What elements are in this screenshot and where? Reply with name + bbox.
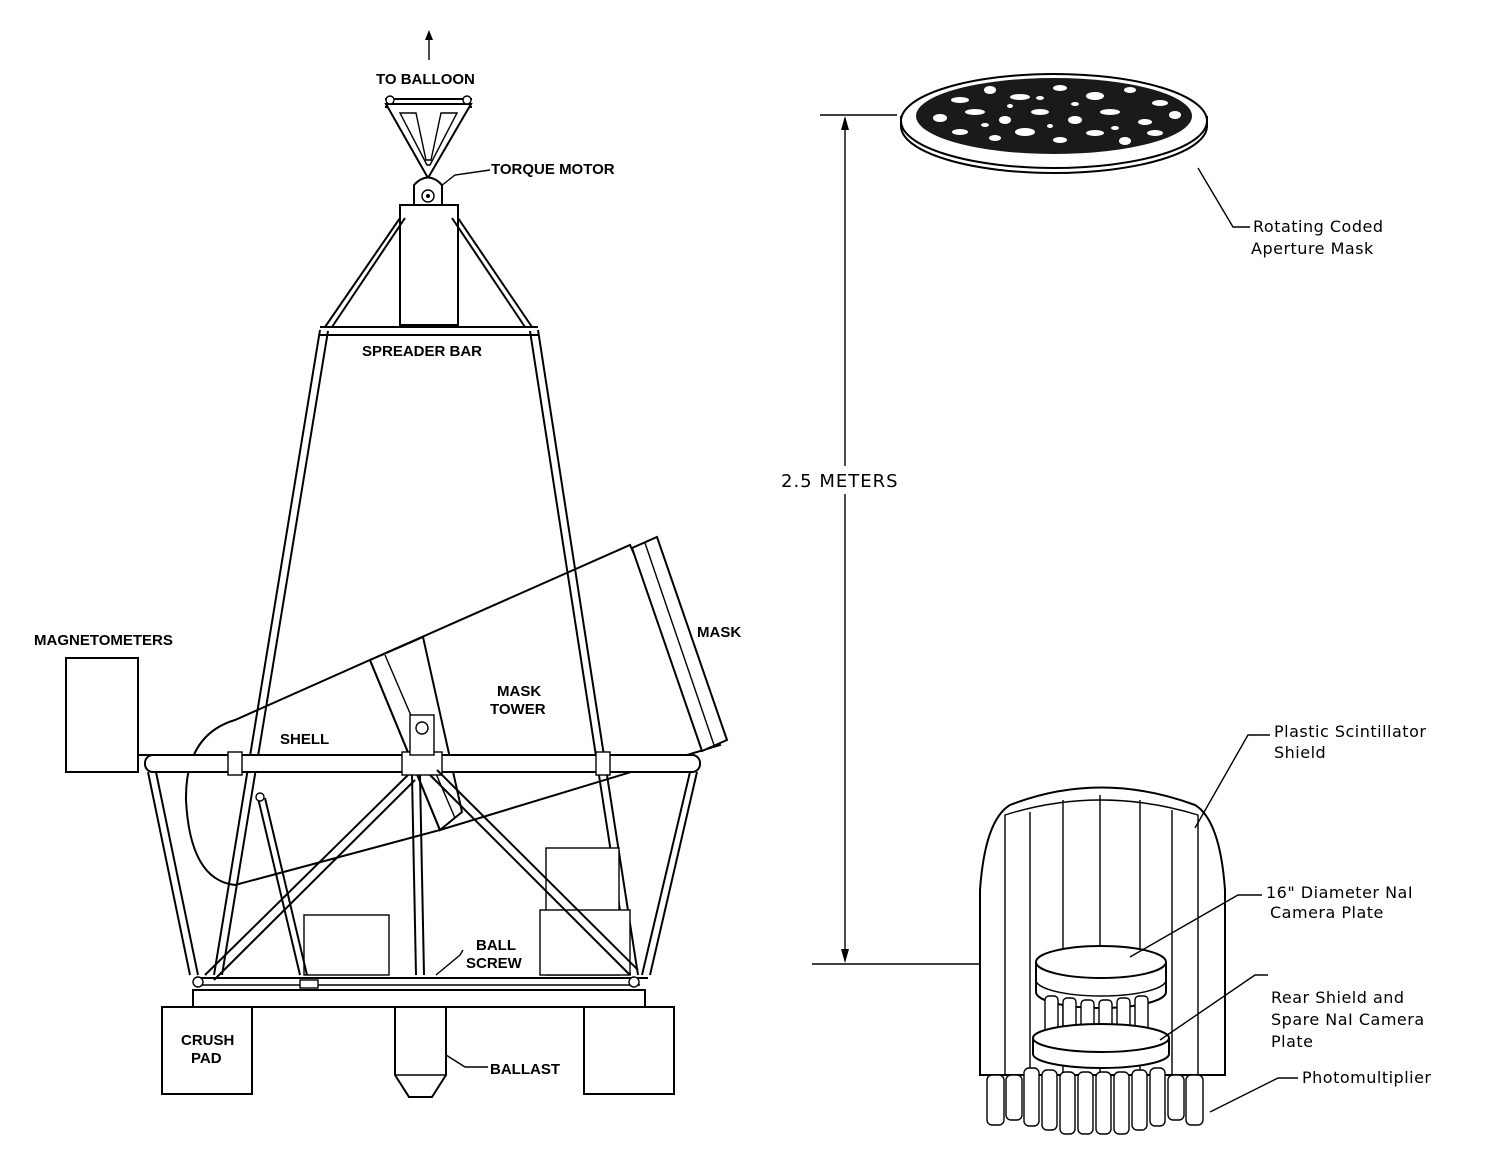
base-platform [192, 976, 648, 1008]
spreader-bar [320, 326, 538, 336]
coded-aperture-mask [900, 73, 1250, 228]
mask-tower-label-2: TOWER [490, 701, 546, 718]
height-label: 2.5 METERS [781, 471, 899, 492]
magnetometers-box [65, 657, 139, 773]
shell-label: SHELL [280, 731, 329, 748]
mask-plate [630, 535, 729, 753]
mask-tower-label-1: MASK [497, 683, 541, 700]
spreader-bar-label: SPREADER BAR [362, 343, 482, 360]
camera-plate [1035, 945, 1167, 1009]
hanger [384, 95, 473, 181]
crush-pad-left [161, 1006, 253, 1095]
torque-motor [413, 169, 491, 206]
mask-label: MASK [697, 624, 741, 641]
ball-screw-label-1: BALL [476, 937, 516, 954]
ball-screw [204, 769, 639, 981]
suspension-tower [399, 204, 459, 326]
camera-plate-label-2: Camera Plate [1270, 903, 1384, 922]
crush-pad-label-2: PAD [191, 1050, 222, 1067]
rear-shield [1032, 1023, 1170, 1069]
ball-screw-label-2: SCREW [466, 955, 523, 972]
rear-shield-label-2: Spare NaI Camera [1271, 1010, 1425, 1029]
detector-assembly [979, 734, 1298, 1135]
horizontal-tube [144, 714, 701, 776]
rear-shield-label-1: Rear Shield and [1271, 988, 1405, 1007]
scintillator-label-1: Plastic Scintillator [1274, 722, 1426, 741]
crush-pad-label-1: CRUSH [181, 1032, 234, 1049]
rotating-mask-label-1: Rotating Coded [1253, 217, 1383, 236]
to-balloon-arrow [425, 30, 433, 60]
photomultiplier-label: Photomultiplier [1302, 1068, 1432, 1087]
scintillator-label-2: Shield [1274, 743, 1326, 762]
rear-shield-label-3: Plate [1271, 1032, 1314, 1051]
ballast-label: BALLAST [490, 1061, 560, 1078]
rotating-mask-label-2: Aperture Mask [1251, 239, 1374, 258]
to-balloon-label: TO BALLOON [376, 71, 475, 88]
torque-motor-label: TORQUE MOTOR [491, 161, 615, 178]
photomultipliers-bottom [986, 1067, 1204, 1135]
camera-plate-label-1: 16" Diameter NaI [1266, 883, 1413, 902]
gondola: TO BALLOON TORQUE MOTOR SPREADER BAR MAG… [34, 30, 741, 1098]
ballast [394, 1006, 488, 1098]
crush-pad-right [583, 1006, 675, 1095]
height-dimension: 2.5 METERS [775, 114, 980, 965]
magnetometers-label: MAGNETOMETERS [34, 632, 173, 649]
